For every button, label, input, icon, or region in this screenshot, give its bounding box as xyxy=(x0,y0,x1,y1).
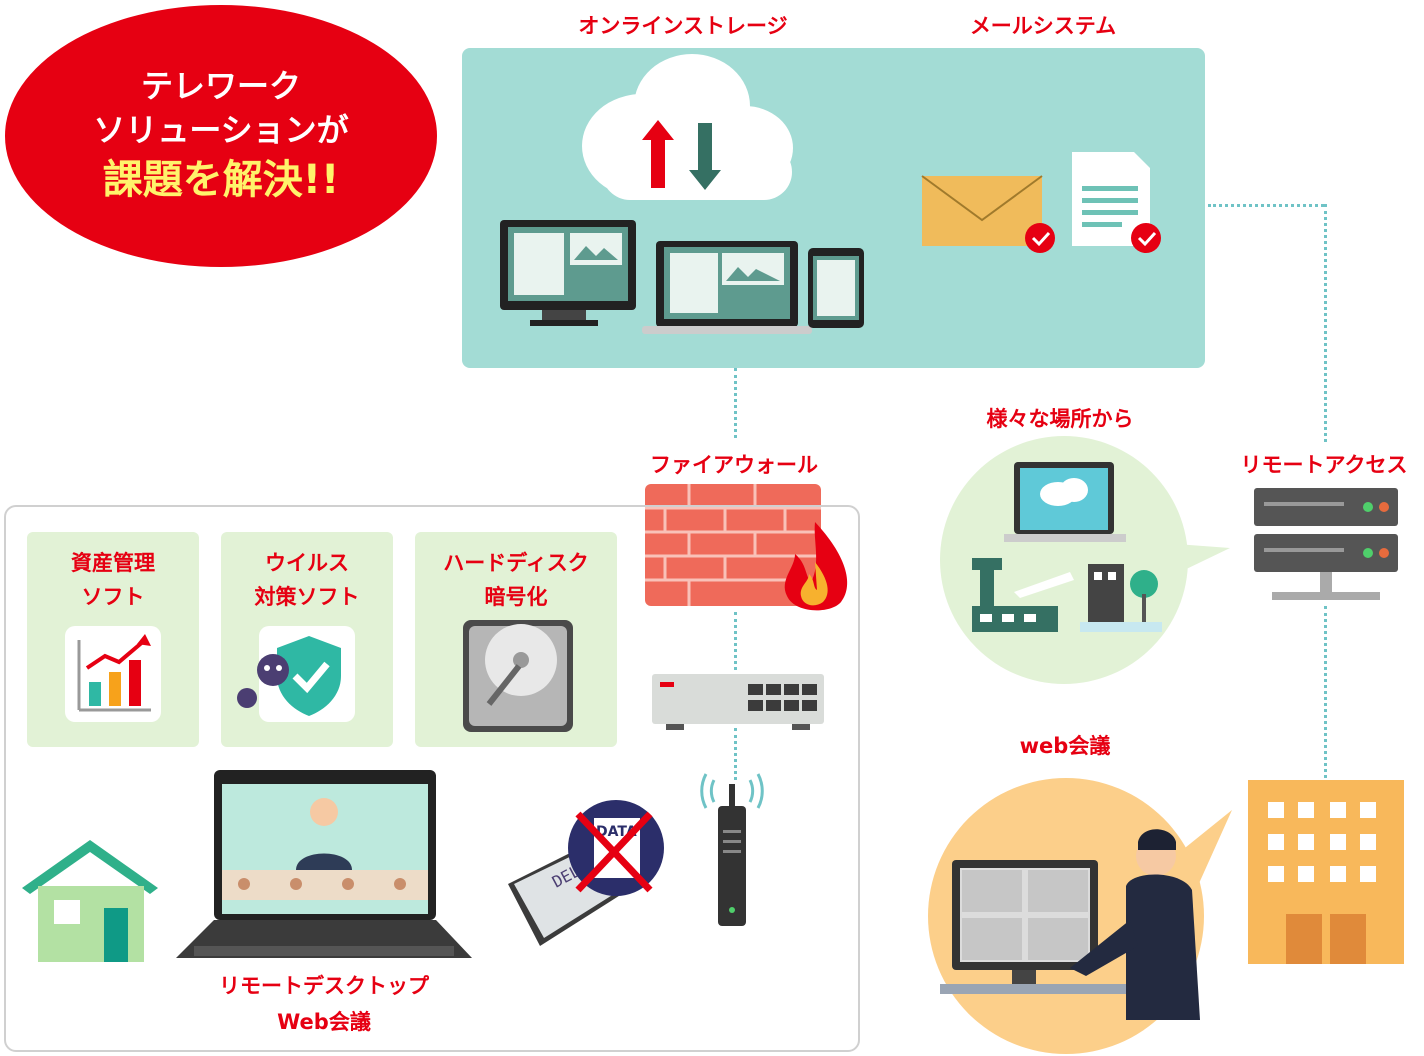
antivirus-tile: ウイルス対策ソフト xyxy=(221,532,393,747)
tile-title-line-2: ソフト xyxy=(81,585,145,609)
remote-desktop-label-line-1: リモートデスクトップ xyxy=(219,974,429,998)
disk-encryption-tile: ハードディスク暗号化 xyxy=(415,532,617,747)
hard-disk-icon xyxy=(463,620,573,732)
badge-line-3: 課題を解決!! xyxy=(102,157,340,203)
envelope-icon xyxy=(921,175,1055,253)
various-places-label: 様々な場所から xyxy=(986,407,1134,431)
data-delete-icon: DELETE DATA xyxy=(508,800,664,946)
tile-title-line-1: ハードディスク xyxy=(443,551,589,575)
remote-desktop-label-line-2: Web会議 xyxy=(277,1010,371,1034)
badge-line-1: テレワーク xyxy=(140,67,301,105)
office-building-icon xyxy=(1248,780,1404,964)
firewall-label: ファイアウォール xyxy=(650,453,818,477)
virus-icon xyxy=(237,654,289,708)
connector-server-building xyxy=(1324,606,1327,778)
cloud-panel-illustration xyxy=(500,54,1161,334)
tablet-icon xyxy=(808,248,864,328)
house-icon xyxy=(22,840,158,962)
tile-title-line-2: 暗号化 xyxy=(484,585,548,609)
office-network-frame xyxy=(4,505,860,1052)
connector-switch-router xyxy=(734,728,737,780)
connector-mail-remote xyxy=(1208,204,1324,207)
firewall-icon xyxy=(645,484,848,611)
web-meeting-bubble xyxy=(928,778,1232,1054)
tile-title-line-2: 対策ソフト xyxy=(254,585,360,609)
web-meeting-label: web会議 xyxy=(1019,734,1111,758)
bar-chart-icon xyxy=(65,626,161,722)
solution-badge: テレワーク ソリューションが 課題を解決!! xyxy=(5,5,437,267)
mail-system-label: メールシステム xyxy=(969,14,1117,38)
desktop-monitor-icon xyxy=(500,220,636,326)
laptop-icon xyxy=(642,241,812,334)
wifi-router-icon xyxy=(700,773,764,926)
document-icon xyxy=(1072,152,1161,253)
connector-storage-firewall xyxy=(734,368,737,438)
online-storage-label: オンラインストレージ xyxy=(578,14,788,38)
city-building-icon xyxy=(1080,564,1162,632)
shield-icon xyxy=(259,626,355,722)
remote-desktop-laptop-icon xyxy=(176,770,472,958)
tile-title-line-1: 資産管理 xyxy=(71,551,155,575)
cloud-services-panel xyxy=(462,48,1205,368)
asset-management-tile: 資産管理ソフト xyxy=(27,532,199,747)
badge-line-2: ソリューションが xyxy=(93,111,349,149)
various-places-bubble xyxy=(940,436,1230,684)
connector-mail-remote-vertical xyxy=(1324,204,1327,442)
connector-firewall-switch xyxy=(734,612,737,670)
tile-title-line-1: ウイルス xyxy=(265,551,349,575)
airport-icon xyxy=(972,558,1074,632)
cloud-icon xyxy=(582,54,793,200)
network-switch-icon xyxy=(652,674,824,730)
server-icon xyxy=(1254,488,1398,600)
businessman-icon xyxy=(1070,829,1200,1020)
remote-access-label: リモートアクセス xyxy=(1240,453,1408,477)
